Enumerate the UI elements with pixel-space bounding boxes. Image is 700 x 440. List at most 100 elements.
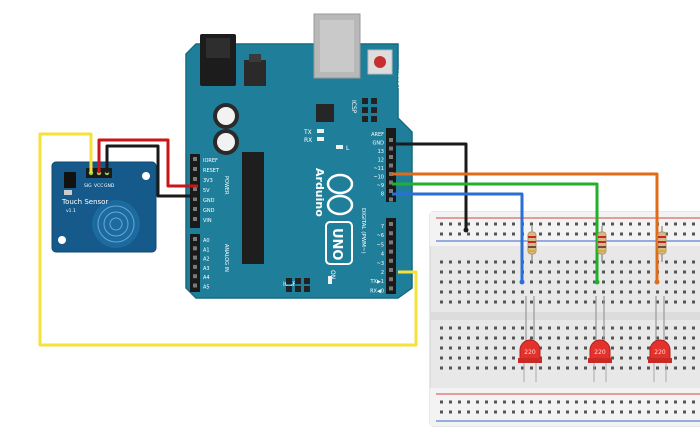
breadboard-hole	[611, 346, 614, 350]
breadboard-hole	[602, 400, 605, 404]
header-pin	[389, 268, 393, 272]
breadboard-hole	[512, 280, 515, 284]
breadboard-hole	[629, 222, 632, 226]
breadboard-hole	[440, 222, 443, 226]
breadboard-hole	[530, 410, 533, 414]
breadboard-hole	[503, 232, 506, 236]
resistor-band	[598, 241, 606, 243]
resistor-band	[658, 241, 666, 243]
breadboard-hole	[638, 222, 641, 226]
breadboard-hole	[575, 270, 578, 274]
breadboard-hole	[548, 270, 551, 274]
breadboard-hole	[575, 400, 578, 404]
breadboard-hole	[476, 346, 479, 350]
breadboard-hole	[503, 326, 506, 330]
breadboard-hole	[602, 270, 605, 274]
breadboard-hole	[512, 346, 515, 350]
breadboard-hole	[494, 232, 497, 236]
breadboard-hole	[548, 366, 551, 370]
resistor-band	[598, 236, 606, 238]
pin-label-power: 5V	[203, 188, 210, 194]
breadboard-hole	[503, 270, 506, 274]
icsp-header-top	[362, 98, 377, 122]
breadboard-hole	[467, 400, 470, 404]
breadboard-hole	[440, 346, 443, 350]
breadboard-hole	[629, 260, 632, 264]
analog-label: ANALOG IN	[223, 244, 229, 272]
breadboard-hole	[503, 260, 506, 264]
breadboard-hole	[692, 346, 695, 350]
breadboard-hole	[620, 270, 623, 274]
breadboard-hole	[584, 400, 587, 404]
tx-led	[317, 129, 324, 133]
breadboard-hole	[647, 366, 650, 370]
breadboard-hole	[620, 346, 623, 350]
breadboard-hole	[485, 326, 488, 330]
breadboard-hole	[629, 410, 632, 414]
breadboard-hole	[539, 260, 542, 264]
icsp-pin	[295, 286, 301, 292]
breadboard-hole	[584, 336, 587, 340]
breadboard-hole	[683, 300, 686, 304]
breadboard-hole	[512, 336, 515, 340]
breadboard-hole	[521, 366, 524, 370]
breadboard-hole	[566, 222, 569, 226]
breadboard-hole	[512, 232, 515, 236]
breadboard-hole	[485, 260, 488, 264]
breadboard-hole	[539, 400, 542, 404]
pin-label-analog: A5	[203, 285, 210, 291]
breadboard-hole	[638, 410, 641, 414]
wires	[38, 132, 659, 347]
breadboard-hole	[548, 356, 551, 360]
breadboard-hole	[494, 260, 497, 264]
header-pin	[193, 177, 197, 181]
breadboard-hole	[557, 346, 560, 350]
breadboard-hole	[683, 346, 686, 350]
breadboard-hole	[530, 300, 533, 304]
breadboard-hole	[494, 270, 497, 274]
breadboard-hole	[629, 270, 632, 274]
usb-chip	[316, 104, 334, 122]
breadboard-hole	[512, 326, 515, 330]
breadboard-hole	[611, 270, 614, 274]
breadboard-hole	[683, 270, 686, 274]
header-pin	[193, 274, 197, 279]
breadboard-hole	[611, 410, 614, 414]
breadboard-hole	[665, 260, 668, 264]
breadboard-hole	[692, 232, 695, 236]
icsp-pin	[286, 286, 292, 292]
breadboard-hole	[692, 410, 695, 414]
breadboard-hole	[692, 280, 695, 284]
pin-label-digital: ~10	[373, 175, 384, 181]
breadboard-hole	[683, 222, 686, 226]
breadboard-hole	[584, 260, 587, 264]
breadboard-hole	[449, 336, 452, 340]
breadboard-hole	[539, 326, 542, 330]
wire-ends	[463, 227, 660, 285]
breadboard-hole	[494, 336, 497, 340]
breadboard-hole	[512, 270, 515, 274]
breadboard-hole	[512, 410, 515, 414]
pin-label-power: 3V3	[203, 178, 213, 184]
breadboard-hole	[692, 222, 695, 226]
breadboard-hole	[629, 232, 632, 236]
header-pin	[389, 155, 393, 159]
breadboard-hole	[566, 300, 569, 304]
icsp-pin	[362, 116, 368, 122]
breadboard-hole	[494, 326, 497, 330]
pin-label-digital: ~9	[377, 183, 384, 189]
breadboard-hole	[440, 356, 443, 360]
led-label: 220	[654, 349, 666, 356]
icsp-pin	[362, 98, 368, 104]
breadboard-hole	[503, 346, 506, 350]
breadboard-hole	[620, 400, 623, 404]
pin-label-analog: A4	[203, 275, 210, 281]
breadboard-hole	[584, 222, 587, 226]
breadboard-hole	[674, 356, 677, 360]
wire-yellow-signal	[38, 132, 418, 347]
reset-button-cap	[374, 56, 386, 68]
reset-label: RESET	[396, 70, 403, 90]
breadboard-hole	[485, 410, 488, 414]
pin-label-analog: A3	[203, 266, 210, 272]
breadboard-hole	[593, 400, 596, 404]
